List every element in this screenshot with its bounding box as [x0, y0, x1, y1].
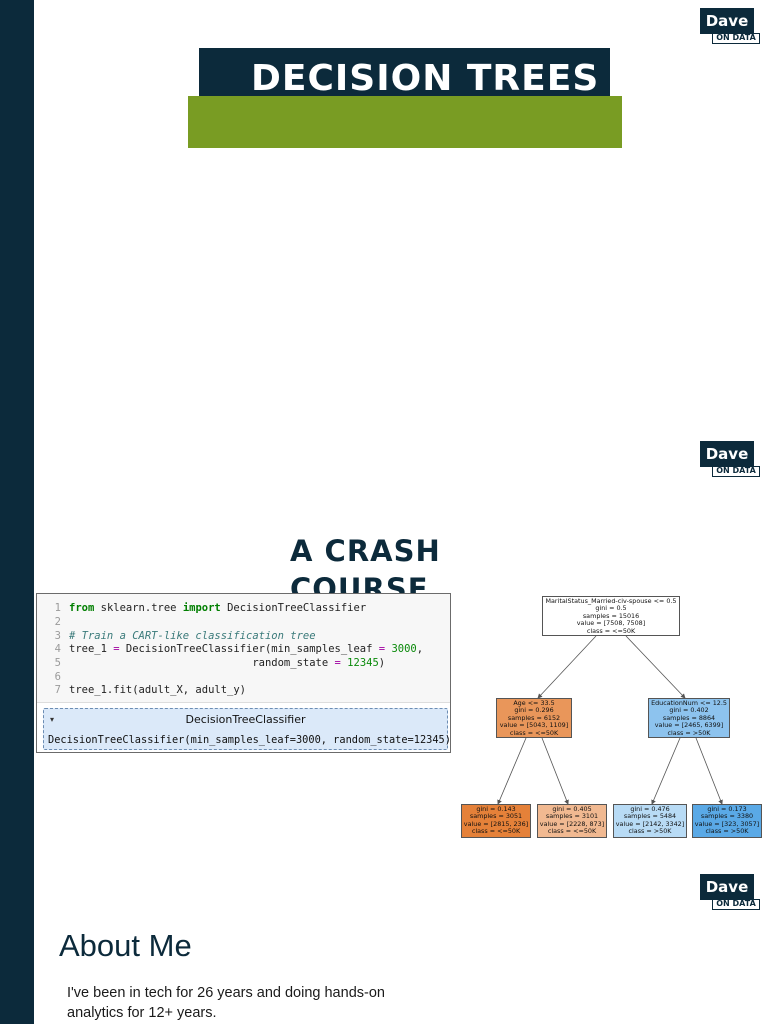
collapse-arrow-icon[interactable]: ▾: [50, 715, 55, 724]
about-me-body: I've been in tech for 26 years and doing…: [67, 985, 385, 1021]
estimator-output[interactable]: ▾ DecisionTreeClassifier DecisionTreeCla…: [43, 708, 451, 750]
code-line: 2: [54, 616, 61, 628]
about-me-title: About Me: [59, 928, 192, 963]
estimator-repr: DecisionTreeClassifier(min_samples_leaf=…: [48, 734, 451, 746]
logo-sub: ON DATA: [712, 466, 760, 477]
title-banner: [199, 48, 610, 96]
title-accent-bar: [188, 96, 622, 148]
left-navy-bar: [0, 0, 34, 1024]
logo-word: Dave: [700, 8, 754, 34]
code-line: 5 random_state = 12345): [54, 657, 386, 669]
crash-course-heading: A CRASH COURSE: [290, 532, 490, 596]
code-line: 3# Train a CART-like classification tree: [54, 630, 316, 642]
logo-word: Dave: [700, 441, 754, 467]
heading-line-2: COURSE: [290, 572, 429, 596]
logo-sub: ON DATA: [712, 899, 760, 910]
slide-title: DECISION TREES: [251, 58, 600, 98]
logo-word: Dave: [700, 874, 754, 900]
dave-on-data-logo: Dave ON DATA: [700, 8, 762, 44]
code-line: 6: [54, 671, 61, 683]
heading-line-1: A CRASH: [290, 534, 441, 568]
estimator-name: DecisionTreeClassifier: [185, 713, 306, 726]
logo-sub: ON DATA: [712, 33, 760, 44]
dave-on-data-logo: Dave ON DATA: [700, 441, 762, 477]
tree-edges: [497, 635, 723, 805]
dave-on-data-logo: Dave ON DATA: [700, 874, 762, 910]
